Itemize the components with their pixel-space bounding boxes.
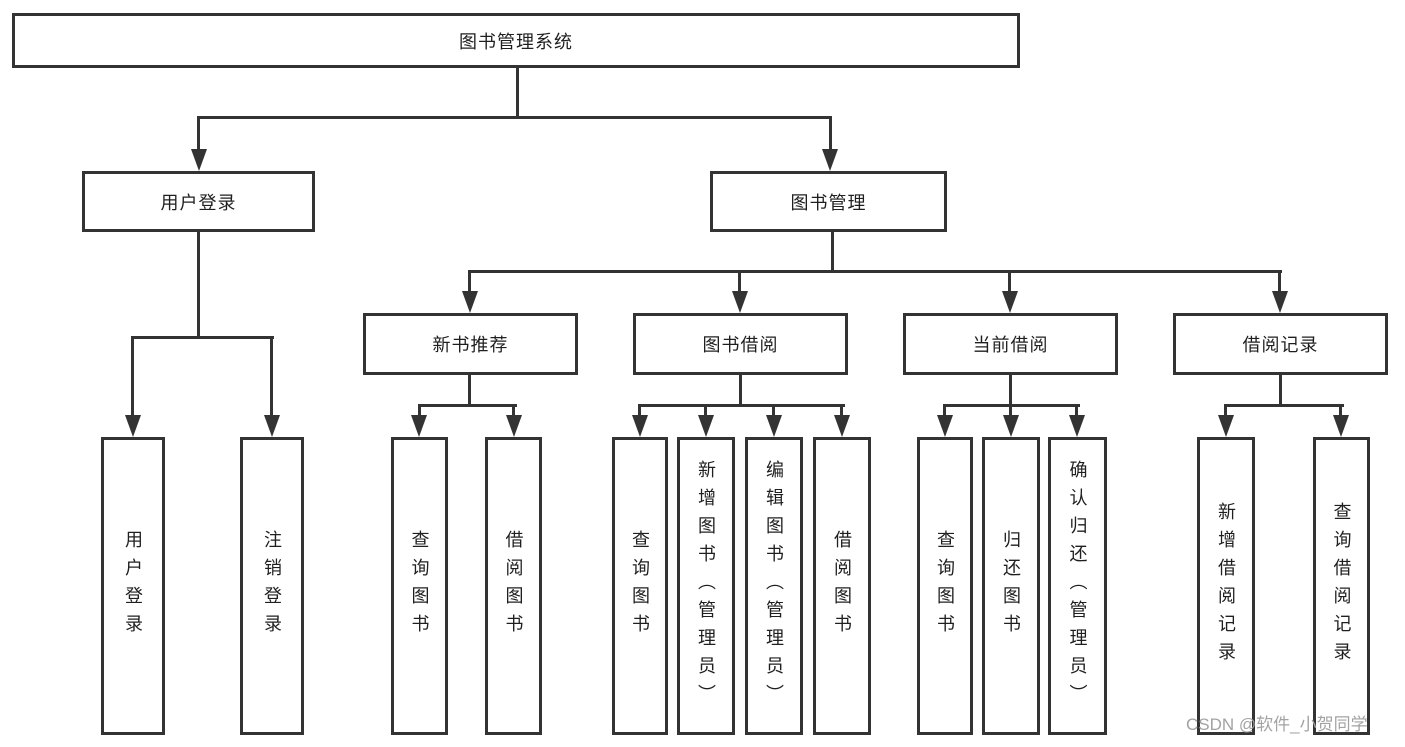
edge-line (197, 116, 200, 152)
arrowhead-down-icon (264, 415, 280, 437)
edge-line (1224, 404, 1227, 418)
node-label: 查询图书 (409, 530, 430, 642)
node-label: 确认归还（管理员） (1067, 460, 1088, 712)
edge-line (468, 375, 471, 407)
edge-line (1009, 375, 1012, 407)
edge-line (738, 270, 741, 294)
node-label: 新增图书（管理员） (696, 460, 716, 712)
csdn-watermark: CSDN @软件_小贺同学 (1186, 715, 1368, 734)
node-book-management: 图书管理 (710, 171, 947, 232)
edge-line (829, 116, 832, 152)
node-label: 编辑图书（管理员） (764, 460, 784, 712)
node-label: 查询图书 (630, 530, 650, 642)
leaf-add-borrow-record: 新增借阅记录 (1197, 437, 1255, 735)
arrowhead-down-icon (632, 415, 648, 437)
leaf-current-query-books: 查询图书 (917, 437, 973, 735)
arrowhead-down-icon (1272, 291, 1288, 313)
leaf-recommend-query-books: 查询图书 (391, 437, 448, 735)
edge-line (943, 404, 946, 418)
node-label: 借阅图书 (503, 530, 524, 642)
edge-line (704, 404, 707, 418)
arrowhead-down-icon (822, 149, 838, 171)
node-label: 新增借阅记录 (1216, 502, 1236, 670)
arrowhead-down-icon (1333, 415, 1349, 437)
arrowhead-down-icon (411, 415, 427, 437)
arrowhead-down-icon (191, 149, 207, 171)
arrowhead-down-icon (698, 415, 714, 437)
leaf-borrowing-borrow-books: 借阅图书 (813, 437, 871, 735)
arrowhead-down-icon (937, 415, 953, 437)
node-label: 借阅记录 (1242, 335, 1319, 355)
edge-line (1008, 270, 1011, 294)
edge-line (418, 404, 517, 407)
leaf-edit-books-admin: 编辑图书（管理员） (745, 437, 803, 735)
node-label: 图书管理系统 (459, 31, 573, 52)
edge-line (197, 116, 832, 119)
leaf-logout: 注销登录 (240, 437, 304, 735)
edge-line (131, 336, 274, 339)
arrowhead-down-icon (1069, 415, 1085, 437)
node-label: 用户登录 (123, 530, 143, 642)
arrowhead-down-icon (766, 415, 782, 437)
edge-line (840, 404, 843, 418)
node-borrowing-records: 借阅记录 (1173, 313, 1388, 375)
node-label: 图书管理 (790, 192, 867, 213)
edge-line (638, 404, 845, 407)
leaf-user-login: 用户登录 (101, 437, 165, 735)
node-label: 借阅图书 (832, 530, 852, 642)
edge-line (270, 336, 273, 418)
edge-line (1224, 404, 1344, 407)
edge-line (468, 270, 471, 294)
arrowhead-down-icon (1002, 291, 1018, 313)
node-root-library-system: 图书管理系统 (12, 13, 1020, 68)
edge-line (418, 404, 421, 418)
edge-line (739, 375, 742, 407)
leaf-borrowing-query-books: 查询图书 (612, 437, 668, 735)
node-label: 归还图书 (1001, 530, 1021, 642)
edge-line (131, 336, 134, 418)
leaf-query-borrow-record: 查询借阅记录 (1313, 437, 1370, 735)
node-label: 注销登录 (262, 530, 282, 642)
node-label: 新书推荐 (432, 335, 509, 355)
edge-line (1339, 404, 1342, 418)
edge-line (1279, 375, 1282, 407)
arrowhead-down-icon (732, 291, 748, 313)
node-book-borrowing: 图书借阅 (633, 313, 848, 375)
edge-line (516, 68, 519, 118)
leaf-add-books-admin: 新增图书（管理员） (677, 437, 735, 735)
node-label: 图书借阅 (702, 335, 779, 355)
arrowhead-down-icon (462, 291, 478, 313)
node-label: 查询借阅记录 (1331, 502, 1352, 670)
edge-line (1009, 404, 1012, 418)
arrowhead-down-icon (1003, 415, 1019, 437)
edge-line (512, 404, 515, 418)
node-new-book-recommend: 新书推荐 (363, 313, 578, 375)
edge-line (468, 270, 1282, 273)
arrowhead-down-icon (834, 415, 850, 437)
node-label: 用户登录 (160, 192, 237, 213)
arrowhead-down-icon (125, 415, 141, 437)
leaf-confirm-return-admin: 确认归还（管理员） (1048, 437, 1107, 735)
node-current-borrowing: 当前借阅 (903, 313, 1118, 375)
node-user-login: 用户登录 (82, 171, 315, 232)
arrowhead-down-icon (506, 415, 522, 437)
node-label: 查询图书 (935, 530, 955, 642)
edge-line (638, 404, 641, 418)
leaf-return-books: 归还图书 (982, 437, 1040, 735)
edge-line (197, 232, 200, 339)
edge-line (772, 404, 775, 418)
edge-line (1075, 404, 1078, 418)
edge-line (1278, 270, 1281, 294)
node-label: 当前借阅 (972, 335, 1049, 355)
leaf-recommend-borrow-books: 借阅图书 (485, 437, 542, 735)
arrowhead-down-icon (1218, 415, 1234, 437)
edge-line (831, 232, 834, 273)
